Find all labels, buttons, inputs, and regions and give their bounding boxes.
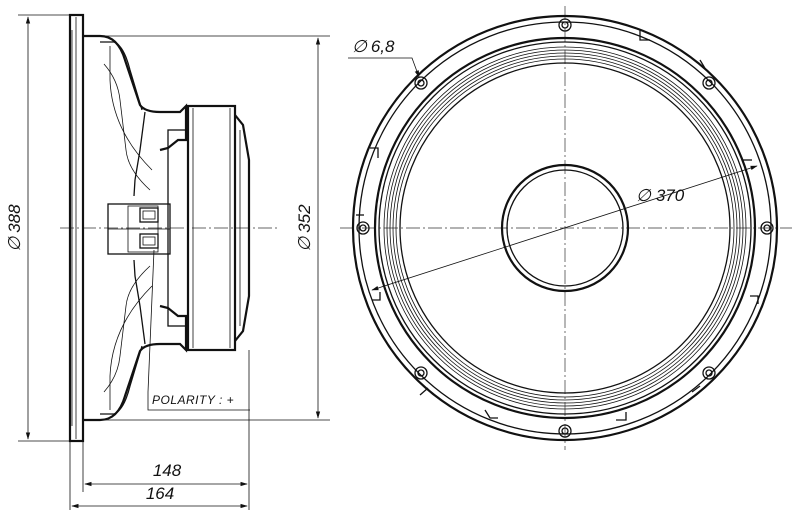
basket-top — [83, 34, 188, 152]
bolt-circle-value: 370 — [656, 186, 685, 205]
magnet — [186, 104, 237, 352]
dimension-cutout-diameter: ∅ 352 — [295, 204, 314, 252]
dimension-depth-148: 148 — [153, 461, 182, 480]
outer-rim — [351, 14, 779, 442]
dimension-hole: ∅6,8 — [352, 37, 395, 56]
cutout-diameter-value: 352 — [295, 204, 314, 233]
hole-symbol: ∅ — [352, 37, 368, 56]
polarity-label: POLARITY : + — [152, 393, 234, 407]
front-view: ∅370 ∅6,8 — [340, 6, 792, 450]
side-view: ∅ 388 ∅ 352 POLARITY : + 148 164 — [5, 13, 330, 510]
cutout-diameter-symbol: ∅ — [295, 236, 314, 252]
diameter-symbol: ∅ — [5, 236, 24, 252]
dimension-depth-164: 164 — [146, 484, 174, 503]
back-plate — [234, 114, 251, 342]
outer-diameter-value: 388 — [5, 204, 24, 233]
hole-value: 6,8 — [371, 37, 395, 56]
dimension-outer-diameter: ∅ 388 — [5, 204, 24, 252]
dimension-bolt-circle: ∅370 — [636, 186, 685, 205]
bolt-circle-symbol: ∅ — [636, 186, 652, 205]
mounting-holes — [356, 18, 774, 438]
